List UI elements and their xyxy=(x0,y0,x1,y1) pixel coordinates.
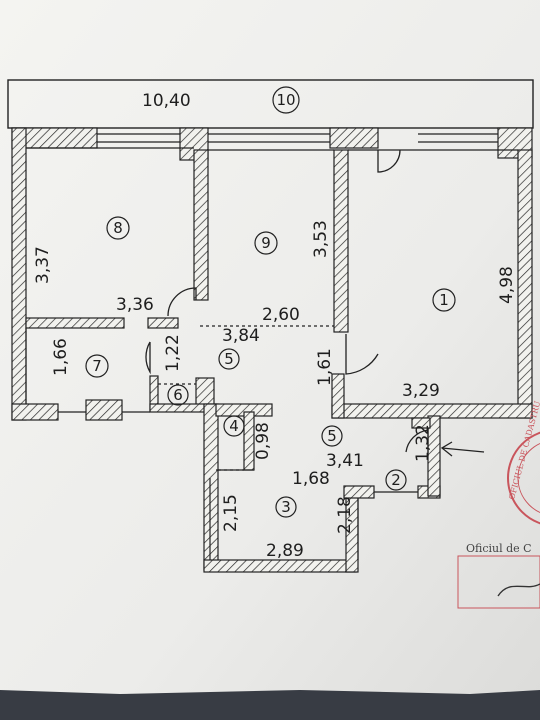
lower-hall-number: 5 xyxy=(327,427,337,445)
room-9-number: 9 xyxy=(261,234,271,252)
room-5-length: 3,84 xyxy=(222,326,260,346)
entrance-arrow-icon xyxy=(440,441,485,457)
dashed-openings xyxy=(158,325,334,471)
room-3-number: 3 xyxy=(281,498,291,516)
window-lines xyxy=(25,133,518,560)
lower-hall-length: 3,41 xyxy=(326,451,364,471)
room-4-dim: 0,98 xyxy=(253,422,273,460)
room-4-number: 4 xyxy=(229,417,239,435)
room-2-number: 2 xyxy=(391,471,401,489)
room-7-height: 1,66 xyxy=(51,338,71,376)
entry-dim: 1,32 xyxy=(413,424,433,462)
room-number-circles xyxy=(85,86,456,518)
stamp-caption: Oficiul de C xyxy=(466,542,532,555)
room-1-width: 3,29 xyxy=(402,381,440,401)
room-8-number: 8 xyxy=(113,219,123,237)
balcony-number: 10 xyxy=(276,91,295,109)
hall-right-dim: 1,61 xyxy=(315,348,335,386)
room-8-width: 3,36 xyxy=(116,295,154,315)
bath-right-dim: 2,18 xyxy=(335,496,355,534)
room-3-width: 2,89 xyxy=(266,541,304,561)
plan-labels: 10,40 10 8 3,37 3,36 9 3,53 1 4,98 3,29 … xyxy=(33,91,517,561)
room-3-height: 2,15 xyxy=(221,494,241,532)
room-8-height: 3,37 xyxy=(33,246,53,284)
room-1-height: 4,98 xyxy=(497,266,517,304)
balcony-10 xyxy=(7,79,534,129)
room-6-number: 6 xyxy=(173,386,183,404)
room-5-number: 5 xyxy=(224,350,234,368)
room-9-height: 3,53 xyxy=(311,220,331,258)
room-7-number: 7 xyxy=(92,357,102,375)
door-swings xyxy=(145,149,429,456)
lower-hall-width: 1,68 xyxy=(292,469,330,489)
walls xyxy=(11,127,533,573)
hall-width: 2,60 xyxy=(262,305,300,325)
balcony-width: 10,40 xyxy=(142,91,191,111)
room-1-number: 1 xyxy=(439,291,449,309)
hall-door-dim: 1,22 xyxy=(163,334,183,372)
